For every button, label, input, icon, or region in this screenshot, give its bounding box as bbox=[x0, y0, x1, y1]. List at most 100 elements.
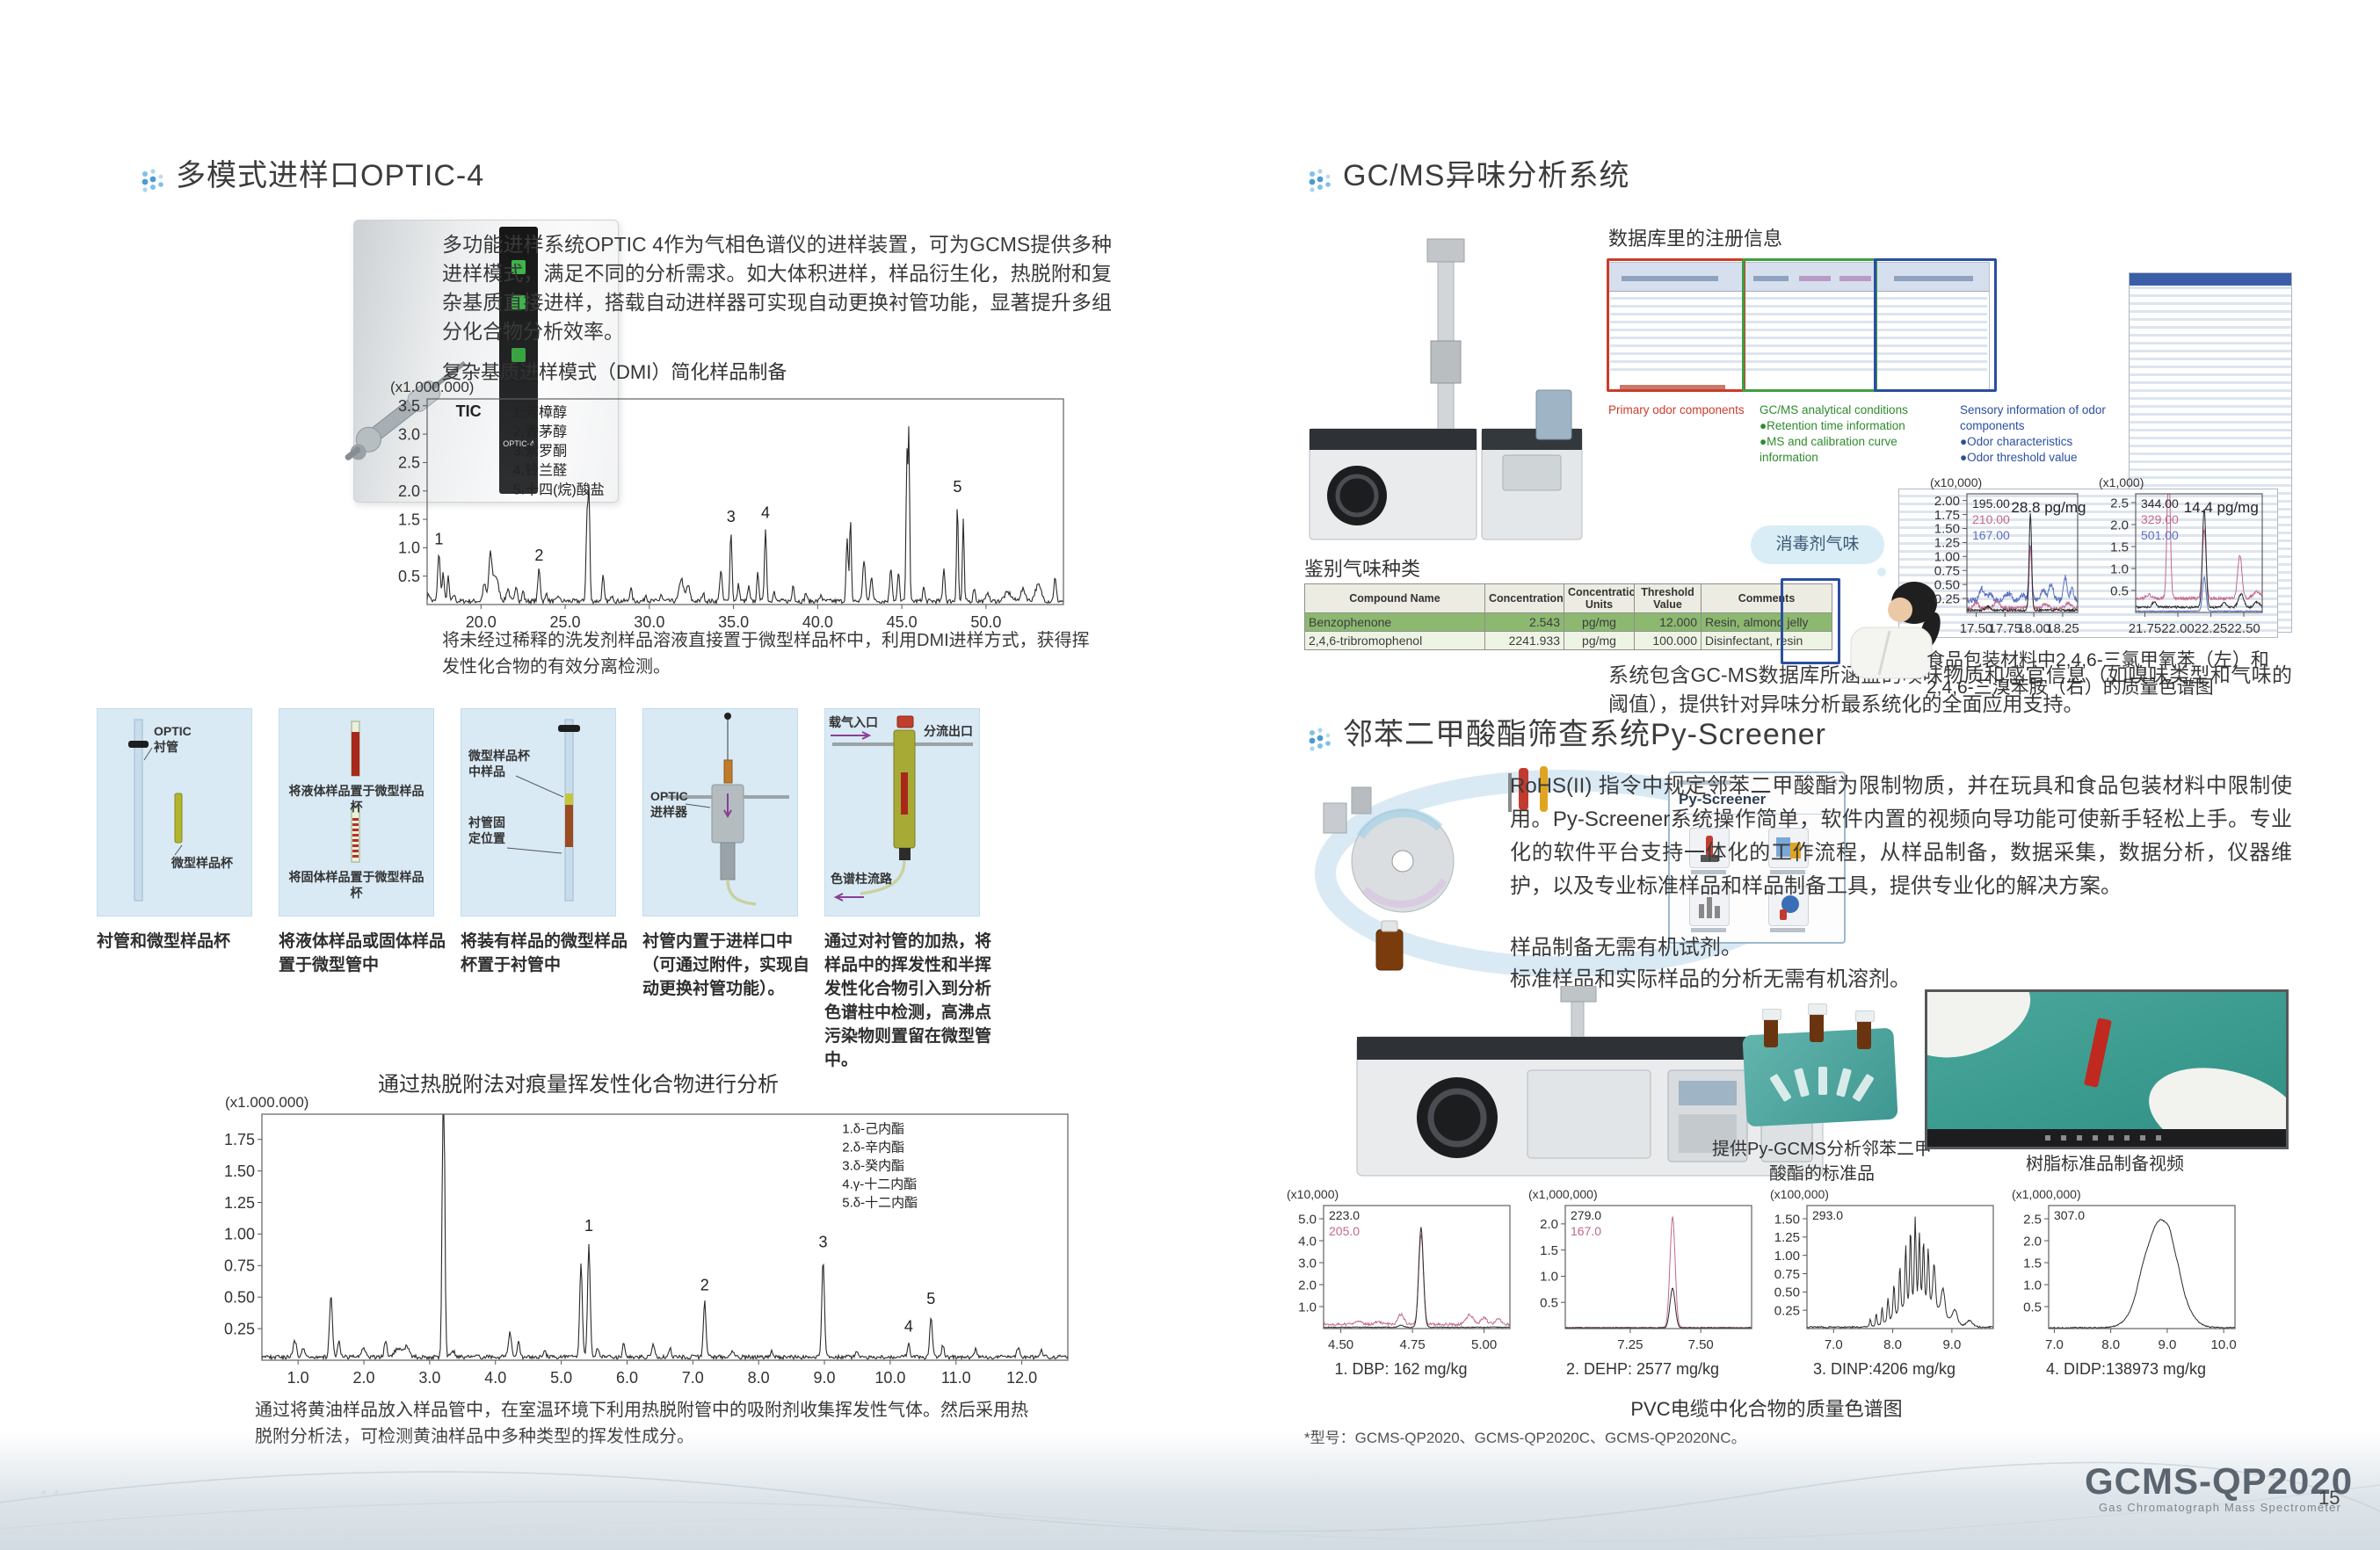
svg-text:22.25: 22.25 bbox=[2195, 621, 2228, 636]
svg-text:2.0: 2.0 bbox=[1298, 1278, 1317, 1293]
svg-text:205.0: 205.0 bbox=[1329, 1224, 1360, 1238]
section-dots-icon bbox=[1309, 169, 1331, 192]
step-panel-1: OPTIC 衬管 微型样品杯 bbox=[97, 708, 252, 916]
step5-label-split: 分流出口 bbox=[924, 724, 973, 738]
td-chart-title: 通过热脱附法对痕量挥发性化合物进行分析 bbox=[378, 1073, 779, 1097]
table-row: Benzophenone 2.543 pg/mg 12.000 Resin, a… bbox=[1304, 612, 1832, 632]
step3-label-fix: 衬管固 定位置 bbox=[468, 815, 505, 845]
step4-caption: 衬管内置于进样口中（可通过附件，实现自动更换衬管功能）。 bbox=[642, 932, 810, 998]
py-body: RoHS(II) 指令中规定邻苯二甲酸酯为限制物质，并在玩具和食品包装材料中限制… bbox=[1510, 774, 2292, 898]
svg-text:30.0: 30.0 bbox=[634, 613, 664, 631]
section1-title: 多模式进样口OPTIC-4 bbox=[176, 159, 485, 192]
svg-text:7.0: 7.0 bbox=[1825, 1337, 1843, 1352]
svg-text:4.50: 4.50 bbox=[1328, 1337, 1353, 1352]
chart-canvas: (x1.000.000)0.250.500.751.001.251.501.75… bbox=[224, 1094, 1069, 1387]
step1-label-liner: OPTIC 衬管 bbox=[154, 724, 192, 754]
svg-text:(x10,000): (x10,000) bbox=[1287, 1187, 1339, 1201]
svg-text:(x1.000.000): (x1.000.000) bbox=[390, 380, 474, 395]
svg-text:0.25: 0.25 bbox=[1774, 1303, 1800, 1318]
red-highlight-box bbox=[1607, 258, 1745, 392]
svg-text:5.0: 5.0 bbox=[1298, 1212, 1317, 1227]
pvc-caption: PVC电缆中化合物的质量色谱图 bbox=[1630, 1398, 1903, 1420]
col-compound: Compound Name bbox=[1304, 583, 1485, 613]
svg-text:1.0: 1.0 bbox=[1540, 1270, 1558, 1285]
svg-text:1.75: 1.75 bbox=[224, 1131, 255, 1148]
video-controls[interactable] bbox=[1927, 1129, 2286, 1147]
section-dots-icon bbox=[141, 169, 163, 192]
svg-text:12.0: 12.0 bbox=[1006, 1369, 1037, 1387]
dmi-chart-caption: 将未经过稀释的洗发剂样品溶液直接置于微型样品杯中，利用DMI进样方式，获得挥发性… bbox=[442, 631, 1090, 677]
step-panel-5: 载气入口 分流出口 色谱柱流路 bbox=[824, 708, 980, 916]
svg-text:3: 3 bbox=[819, 1234, 828, 1251]
svg-text:2.香茅醇: 2.香茅醇 bbox=[513, 424, 567, 440]
svg-text:17.75: 17.75 bbox=[1989, 621, 2022, 636]
analyst-photo bbox=[1839, 576, 1955, 680]
svg-text:1.00: 1.00 bbox=[224, 1226, 255, 1243]
odor-compound-table: Compound Name Concentration Concentratio… bbox=[1304, 583, 1832, 650]
svg-text:(x1,000): (x1,000) bbox=[2099, 475, 2144, 489]
col-concentration: Concentration bbox=[1484, 583, 1564, 613]
optic4-device-photo: OPTIC-4 bbox=[327, 220, 619, 510]
svg-text:1.0: 1.0 bbox=[2023, 1278, 2042, 1293]
video-frame[interactable] bbox=[1925, 989, 2289, 1149]
svg-text:5: 5 bbox=[926, 1290, 935, 1307]
step2-caption: 将液体样品或固体样品置于微型管中 bbox=[279, 932, 446, 974]
svg-text:2: 2 bbox=[534, 547, 543, 564]
svg-text:21.75: 21.75 bbox=[2129, 621, 2162, 636]
svg-text:0.5: 0.5 bbox=[2023, 1300, 2042, 1315]
svg-text:50.0: 50.0 bbox=[970, 613, 1001, 631]
svg-text:7.25: 7.25 bbox=[1617, 1337, 1643, 1352]
col-comments: Comments bbox=[1701, 583, 1832, 613]
svg-text:1.δ-己内酯: 1.δ-己内酯 bbox=[842, 1122, 904, 1137]
svg-text:1.0: 1.0 bbox=[287, 1369, 309, 1387]
svg-text:3.0: 3.0 bbox=[1298, 1256, 1317, 1271]
svg-text:4: 4 bbox=[761, 503, 770, 521]
step1-caption: 衬管和微型样品杯 bbox=[97, 932, 231, 951]
section1-body: 多功能进样系统OPTIC 4作为气相色谱仪的进样装置，可为GCMS提供多种进样模… bbox=[442, 233, 1112, 343]
svg-text:3.紫罗酮: 3.紫罗酮 bbox=[513, 444, 567, 460]
svg-text:329.00: 329.00 bbox=[2141, 512, 2179, 526]
svg-text:1.0: 1.0 bbox=[1298, 1300, 1317, 1315]
svg-text:17.50: 17.50 bbox=[1960, 621, 1993, 636]
svg-text:344.00: 344.00 bbox=[2141, 496, 2179, 511]
svg-text:1.00: 1.00 bbox=[1774, 1249, 1800, 1264]
svg-text:2.5: 2.5 bbox=[2110, 496, 2129, 511]
svg-text:35.0: 35.0 bbox=[718, 613, 749, 631]
pyscreener-software-panel: — ✕ Py-Screener bbox=[1668, 771, 1846, 944]
col-units: Concentration Units bbox=[1564, 583, 1635, 613]
device-front-panel: OPTIC-4 bbox=[499, 227, 538, 494]
svg-text:2.0: 2.0 bbox=[398, 482, 420, 500]
svg-text:279.0: 279.0 bbox=[1571, 1208, 1601, 1222]
standards-caption: 提供Py-GCMS分析邻苯二甲酸酯的标准品 bbox=[1712, 1140, 1932, 1184]
svg-text:1.25: 1.25 bbox=[224, 1194, 255, 1212]
svg-text:5.十四(烷)酸盐: 5.十四(烷)酸盐 bbox=[513, 482, 605, 498]
pyscreener-app-title: Py-Screener bbox=[1679, 791, 1767, 808]
db-ann-red: Primary odor components bbox=[1608, 403, 1745, 416]
svg-text:210.00: 210.00 bbox=[1972, 512, 2010, 526]
svg-text:2.5: 2.5 bbox=[2023, 1212, 2042, 1227]
svg-text:1.50: 1.50 bbox=[1774, 1212, 1800, 1227]
db-ann-blue: Sensory information of odor components ●… bbox=[1960, 403, 2106, 464]
step-panel-4: OPTIC 进样器 bbox=[642, 708, 798, 916]
svg-text:0.75: 0.75 bbox=[224, 1257, 255, 1275]
svg-text:10.0: 10.0 bbox=[2211, 1337, 2237, 1352]
svg-text:4: 4 bbox=[904, 1318, 913, 1336]
svg-text:TIC: TIC bbox=[456, 402, 482, 420]
step2-label-liquid: 将液体样品置于微型样品杯 bbox=[288, 784, 424, 814]
svg-text:2.00: 2.00 bbox=[1934, 494, 1960, 509]
svg-text:195.00: 195.00 bbox=[1972, 496, 2010, 511]
dmi-heading: 复杂基质进样模式（DMI）简化样品制备 bbox=[442, 361, 787, 383]
db-long-list-bottom bbox=[1898, 489, 2278, 638]
svg-text:3.5: 3.5 bbox=[398, 397, 420, 415]
py-gcms-photo bbox=[1352, 985, 1831, 1181]
svg-text:7.0: 7.0 bbox=[2045, 1337, 2064, 1352]
step1-label-cup: 微型样品杯 bbox=[171, 856, 233, 870]
svg-text:3: 3 bbox=[727, 508, 736, 525]
svg-text:1.25: 1.25 bbox=[1934, 536, 1960, 551]
svg-text:1.50: 1.50 bbox=[1934, 522, 1960, 537]
